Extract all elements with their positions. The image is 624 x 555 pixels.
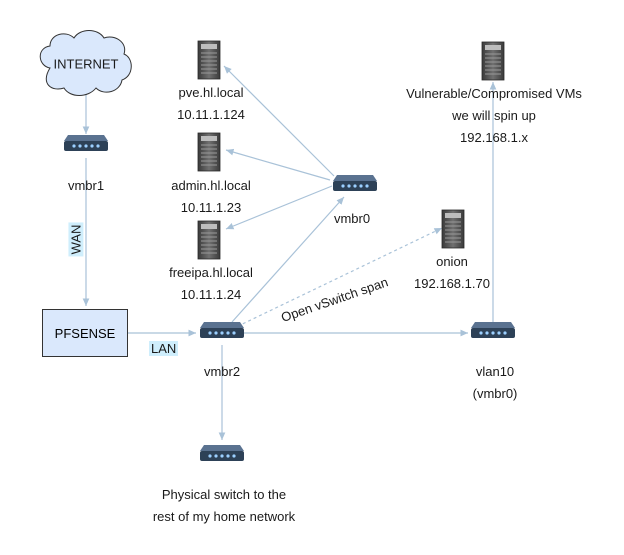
vmbr2-label: vmbr2	[203, 364, 241, 379]
admin-host-label: admin.hl.local	[171, 178, 251, 193]
vulnerable-line2: we will spin up	[452, 108, 536, 123]
onion-host-label: onion	[436, 254, 468, 269]
server-onion-icon	[441, 209, 465, 249]
switch-vmbr2-icon	[200, 322, 244, 338]
switch-vmbr0-icon	[333, 175, 377, 191]
admin-ip-label: 10.11.1.23	[180, 200, 242, 215]
vulnerable-line1: Vulnerable/Compromised VMs	[406, 86, 582, 101]
server-freeipa-icon	[197, 220, 221, 260]
freeipa-host-label: freeipa.hl.local	[169, 265, 253, 280]
edge-vmbr0-freeipa	[225, 185, 333, 230]
internet-label: INTERNET	[53, 56, 119, 72]
pfsense-node: PFSENSE	[42, 309, 128, 357]
switch-vlan10-icon	[471, 322, 515, 338]
vlan10-parent-label: (vmbr0)	[472, 386, 518, 401]
pve-host-label: pve.hl.local	[178, 85, 244, 100]
pve-ip-label: 10.11.1.124	[177, 107, 245, 122]
vulnerable-line3: 192.168.1.x	[460, 130, 528, 145]
vmbr0-label: vmbr0	[333, 211, 371, 226]
wan-tag: WAN	[68, 222, 84, 257]
switch-vmbr1-icon	[64, 135, 108, 151]
lan-tag: LAN	[149, 341, 179, 356]
edge-vmbr0-pve	[223, 65, 335, 177]
connector-lines	[82, 65, 497, 440]
freeipa-ip-label: 10.11.1.24	[180, 287, 242, 302]
onion-ip-label: 192.168.1.70	[414, 276, 490, 291]
switch-physical-icon	[200, 445, 244, 461]
physical-line2: rest of my home network	[152, 509, 296, 524]
pfsense-label: PFSENSE	[54, 325, 116, 341]
server-vulnerable-icon	[481, 41, 505, 81]
internet-cloud	[39, 30, 132, 96]
vlan10-label: vlan10	[475, 364, 515, 379]
edge-span-onion	[231, 227, 443, 330]
physical-line1: Physical switch to the	[161, 487, 287, 502]
server-pve-icon	[197, 40, 221, 80]
edge-vmbr0-admin	[225, 148, 331, 181]
server-admin-icon	[197, 132, 221, 172]
vmbr1-label: vmbr1	[67, 178, 105, 193]
edge-vmbr2-vmbr0	[231, 196, 345, 323]
